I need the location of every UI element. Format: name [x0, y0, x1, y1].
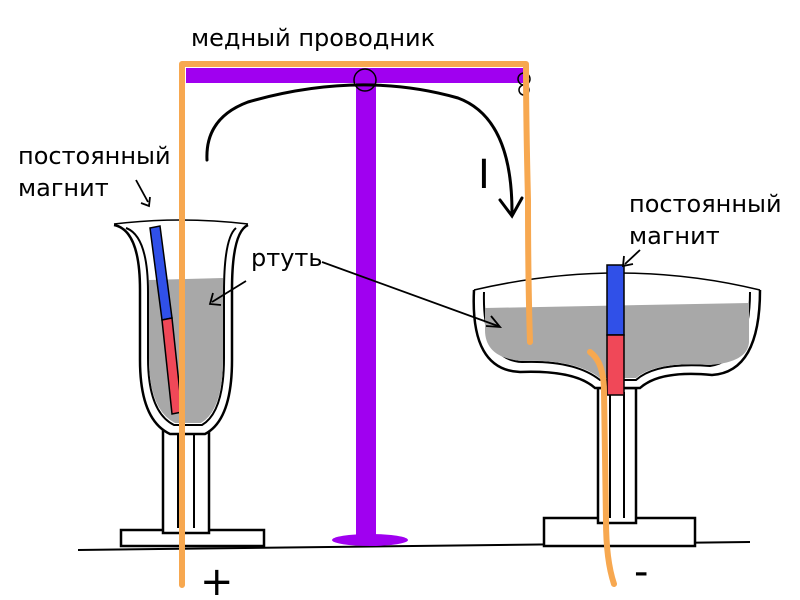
current-symbol: I [478, 152, 490, 198]
stand-pillar [356, 78, 376, 540]
pivot-joint [353, 68, 377, 92]
support-stand [186, 68, 531, 546]
stand-crossbar [186, 68, 528, 83]
positive-terminal-label: + [200, 559, 234, 600]
negative-terminal-label: - [634, 549, 648, 595]
left-vessel [113, 219, 266, 548]
left-magnet-label-line2: магнит [18, 174, 109, 202]
copper-wire [179, 61, 617, 588]
pointers [135, 179, 641, 329]
right-magnet-north [606, 264, 625, 336]
copper-wire-label: медный проводник [191, 24, 435, 52]
left-vessel-stem [161, 423, 211, 535]
right-magnet-south [606, 334, 625, 396]
mercury-label: ртуть [251, 244, 323, 272]
right-magnet-label-line1: постоянный [629, 190, 782, 218]
right-magnet-label-line2: магнит [629, 222, 720, 250]
right-magnet [606, 264, 625, 396]
left-magnet-label-line1: постоянный [18, 142, 171, 170]
copper-wire-main [179, 61, 533, 588]
copper-wire-return [587, 349, 617, 587]
current-arrow [205, 83, 524, 219]
